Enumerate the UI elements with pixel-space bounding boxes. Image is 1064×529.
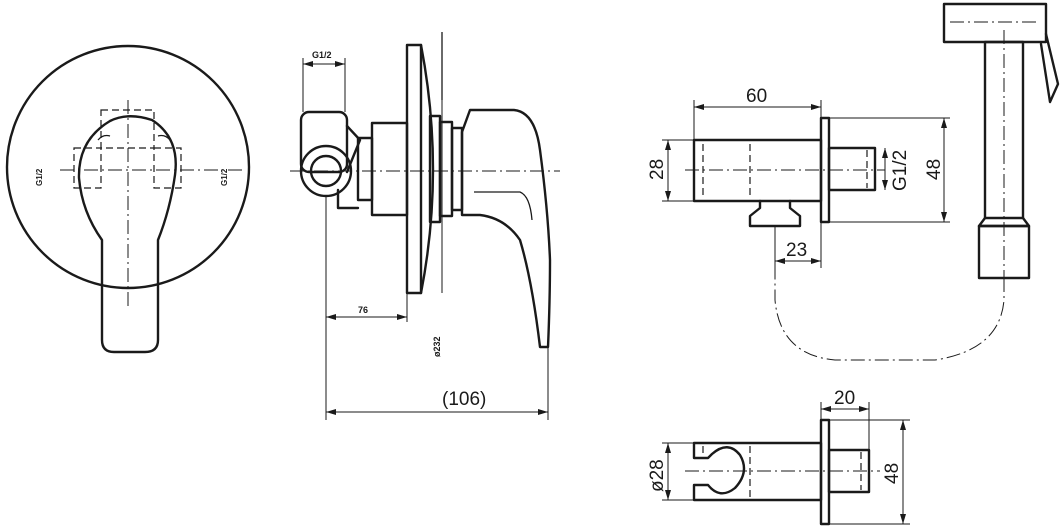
side-76-label: 76 bbox=[358, 305, 368, 315]
front-hidden-body bbox=[100, 109, 155, 149]
bottom-20-label: 20 bbox=[834, 388, 855, 409]
bottom-holder-body bbox=[692, 441, 823, 502]
side-106-label: (106) bbox=[442, 389, 486, 410]
side-inlet-block bbox=[299, 110, 349, 174]
side-plate bbox=[405, 43, 423, 295]
front-handle-notch-left bbox=[97, 134, 111, 141]
bottom-holder-view: 20 ø28 48 bbox=[647, 388, 910, 526]
holder-23-label: 23 bbox=[786, 240, 807, 261]
holder-connector bbox=[827, 146, 877, 192]
front-handle bbox=[77, 115, 177, 354]
bottom-48-label: 48 bbox=[882, 463, 903, 484]
side-ring-3 bbox=[450, 126, 464, 212]
side-body-collar bbox=[370, 121, 409, 217]
side-inlet-neck bbox=[336, 188, 360, 210]
holder-60-label: 60 bbox=[746, 86, 767, 107]
front-handle-notch-right bbox=[157, 134, 171, 141]
front-hidden-port-left bbox=[73, 147, 102, 189]
holder-knob bbox=[748, 199, 802, 228]
holder-view: 60 28 G1/2 48 23 bbox=[647, 86, 950, 268]
side-g1-label: G1/2 bbox=[312, 50, 332, 60]
side-lever-detail bbox=[474, 191, 533, 221]
shower-head bbox=[942, 2, 1048, 44]
holder-28-label: 28 bbox=[647, 159, 668, 180]
side-inlet-elbow bbox=[345, 124, 362, 174]
holder-g1-label: G1/2 bbox=[890, 150, 911, 191]
side-view: G1/2 76 ø232 (106) bbox=[290, 32, 560, 420]
front-view: G1/2 G1/2 bbox=[5, 44, 251, 354]
front-g1-right-label: G1/2 bbox=[220, 168, 229, 186]
side-plate-curve bbox=[419, 43, 435, 295]
holder-48-label: 48 bbox=[924, 159, 945, 180]
front-g1-left-label: G1/2 bbox=[35, 168, 44, 186]
shower-lever bbox=[1039, 32, 1060, 104]
side-body-stem bbox=[356, 136, 374, 202]
front-hidden-port-right bbox=[153, 147, 182, 189]
bottom-d28-label: ø28 bbox=[647, 459, 668, 492]
shower-hose bbox=[774, 268, 1005, 361]
hand-shower bbox=[774, 2, 1060, 361]
side-lever bbox=[460, 108, 552, 349]
side-diameter-label: ø232 bbox=[432, 336, 442, 357]
